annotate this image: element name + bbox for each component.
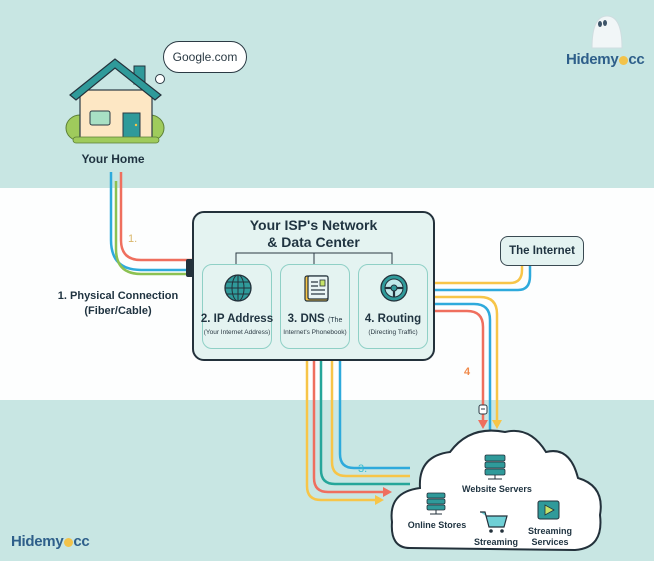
play-video-icon [537,500,560,520]
house-illustration [65,58,165,144]
internet-node: The Internet [500,236,584,266]
card-title: 2. IP Address [200,313,274,325]
wire-yellow [435,266,524,285]
step-4-marker: 4 [464,366,471,378]
isp-title-line2: & Data Center [267,234,360,250]
home-to-isp-wires [109,172,192,276]
wire-blue [109,172,192,272]
steering-wheel-icon [380,274,408,302]
wire-yellow-outer [305,361,375,502]
arrow-yellow-right [375,495,384,505]
wire-blue [435,302,492,432]
card-dns: 3. DNS (The Internet's Phonebook) [280,264,350,349]
isp-to-internet-wires [435,266,532,292]
wire-yellow [435,295,499,420]
wire-red [312,361,383,494]
card-title: 4. Routing [364,313,422,325]
physical-connection-label: 1. Physical Connection (Fiber/Cable) [50,289,186,319]
arrow-yellow-down [492,420,502,429]
door [122,112,141,139]
card-subtitle: (Directing Traffic) [368,329,418,336]
home-label: Your Home [81,152,145,166]
physical-connection-subtitle: (Fiber/Cable) [84,305,152,317]
thought-dot [155,74,165,84]
destination-speech-bubble: Google.com [163,41,247,73]
isp-title: Your ISP's Network & Data Center [192,217,435,251]
shopping-cart-icon [480,511,508,533]
card-subtitle: Internet's Phonebook) [283,329,347,336]
isp-to-cloud-right-wires [435,295,499,432]
brand-dot-icon [618,56,628,65]
online-stores-icon [426,492,446,515]
cloud-shape [390,429,602,552]
phonebook-icon [304,275,329,302]
streaming-label: Streaming [473,537,518,547]
step-3-marker: 3. [358,463,368,475]
ghost-logo-icon [591,15,623,49]
wire-red [119,172,192,262]
arrow-red-down [478,420,488,429]
wire-yellow-inner [330,361,410,478]
arrow-red-right [383,487,392,497]
globe-icon [224,274,252,302]
wire-teal [319,361,410,486]
wire-blue [338,361,410,470]
ground [72,136,160,144]
step-1-marker: 1. [128,233,138,245]
streaming-services-label: Streaming Services [527,526,572,547]
website-servers-label: Website Servers [462,484,532,494]
isp-to-cloud-left-wires [305,361,410,502]
isp-title-line1: Your ISP's Network [249,217,378,233]
roof [69,58,162,101]
card-title: 3. DNS (The [287,313,343,325]
wire-blue [435,266,532,292]
website-servers-icon [484,454,506,480]
online-stores-label: Online Stores [407,520,467,530]
window [89,110,111,126]
wire-red [435,309,485,420]
physical-connection-title: 1. Physical Connection [57,290,179,302]
card-ip-address: 2. IP Address (Your Internet Address) [201,264,273,349]
brand-dot-icon [63,538,73,547]
card-subtitle: (Your Internet Address) [203,329,271,336]
card-routing: 4. Routing (Directing Traffic) [358,264,428,349]
wire-green [114,181,192,276]
